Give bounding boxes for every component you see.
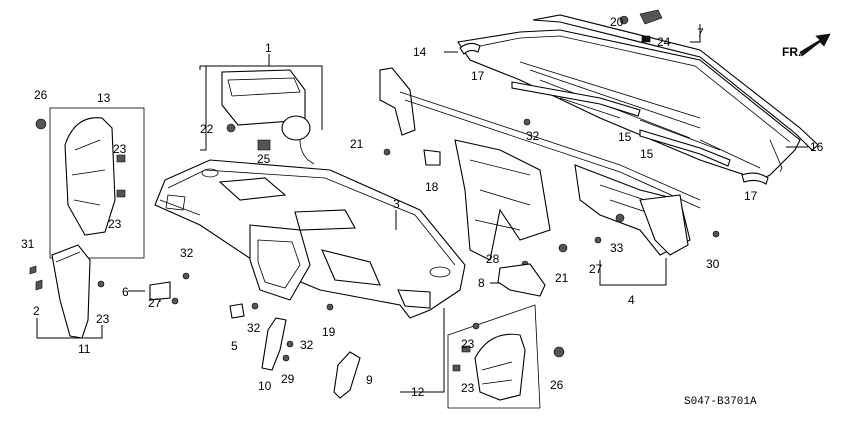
callout-17a: 17 <box>471 69 485 83</box>
main-dashboard <box>154 159 466 319</box>
callout-23b: 23 <box>108 217 122 231</box>
upper-dash-panel <box>457 14 819 181</box>
lower-left-cover <box>29 244 105 339</box>
callout-26b: 26 <box>550 378 564 392</box>
callout-7: 7 <box>697 26 704 40</box>
callout-8: 8 <box>478 276 485 290</box>
trim-9 <box>333 351 361 399</box>
right-lower-panel <box>447 304 565 409</box>
callout-14: 14 <box>413 45 427 59</box>
callout-33: 33 <box>610 241 624 255</box>
callout-10: 10 <box>258 379 272 393</box>
callout-3: 3 <box>393 197 400 211</box>
clip-17 <box>459 42 769 185</box>
left-side-panel <box>35 107 145 259</box>
callout-11: 11 <box>78 342 91 356</box>
trim-10 <box>261 317 294 371</box>
callout-30: 30 <box>706 257 720 271</box>
callout-17b: 17 <box>744 189 758 203</box>
callout-32a: 32 <box>180 246 194 260</box>
front-direction-label: FR. <box>782 45 801 59</box>
dash-strip-15 <box>511 81 731 167</box>
callout-27a: 27 <box>148 296 162 310</box>
callout-23c: 23 <box>96 312 110 326</box>
callout-23a: 23 <box>113 142 127 156</box>
callout-20: 20 <box>610 15 624 29</box>
callout-32d: 32 <box>526 129 540 143</box>
callout-21b: 21 <box>555 271 569 285</box>
callout-21a: 21 <box>350 137 364 151</box>
callout-labels: 1 2 3 4 5 6 7 8 9 10 11 12 13 14 15 15 1… <box>21 15 824 399</box>
callout-31: 31 <box>21 237 35 251</box>
callout-26a: 26 <box>34 88 48 102</box>
steering-hanger-beam <box>379 67 720 268</box>
airbag-module <box>221 69 315 165</box>
callout-19: 19 <box>322 325 336 339</box>
bracket-18 <box>423 149 441 166</box>
trim-parts-7 <box>619 9 663 43</box>
callout-29: 29 <box>281 372 295 386</box>
callout-23d: 23 <box>461 337 475 351</box>
callout-6: 6 <box>122 285 129 299</box>
callout-16: 16 <box>810 140 824 154</box>
leader-lines <box>36 24 808 393</box>
callout-13: 13 <box>97 91 111 105</box>
diagram-code: S047-B3701A <box>684 396 757 408</box>
callout-22: 22 <box>200 122 214 136</box>
callout-27b: 27 <box>589 262 603 276</box>
callout-15b: 15 <box>640 147 654 161</box>
front-direction-arrow <box>799 33 831 57</box>
callout-9: 9 <box>366 373 373 387</box>
bracket-8 <box>497 263 546 297</box>
callout-1: 1 <box>265 41 272 55</box>
callout-25: 25 <box>257 152 271 166</box>
clip-19 <box>326 303 334 311</box>
callout-2: 2 <box>33 304 40 318</box>
callout-18: 18 <box>425 180 439 194</box>
callout-32c: 32 <box>300 338 314 352</box>
callout-15a: 15 <box>618 130 632 144</box>
callout-28: 28 <box>486 252 500 266</box>
callout-32b: 32 <box>247 321 261 335</box>
callout-24: 24 <box>657 35 671 49</box>
callout-4: 4 <box>628 293 635 307</box>
trim-5 <box>229 302 259 319</box>
callout-12: 12 <box>411 385 425 399</box>
callout-5: 5 <box>231 339 238 353</box>
callout-23e: 23 <box>461 381 475 395</box>
bracket-6 <box>149 272 190 305</box>
